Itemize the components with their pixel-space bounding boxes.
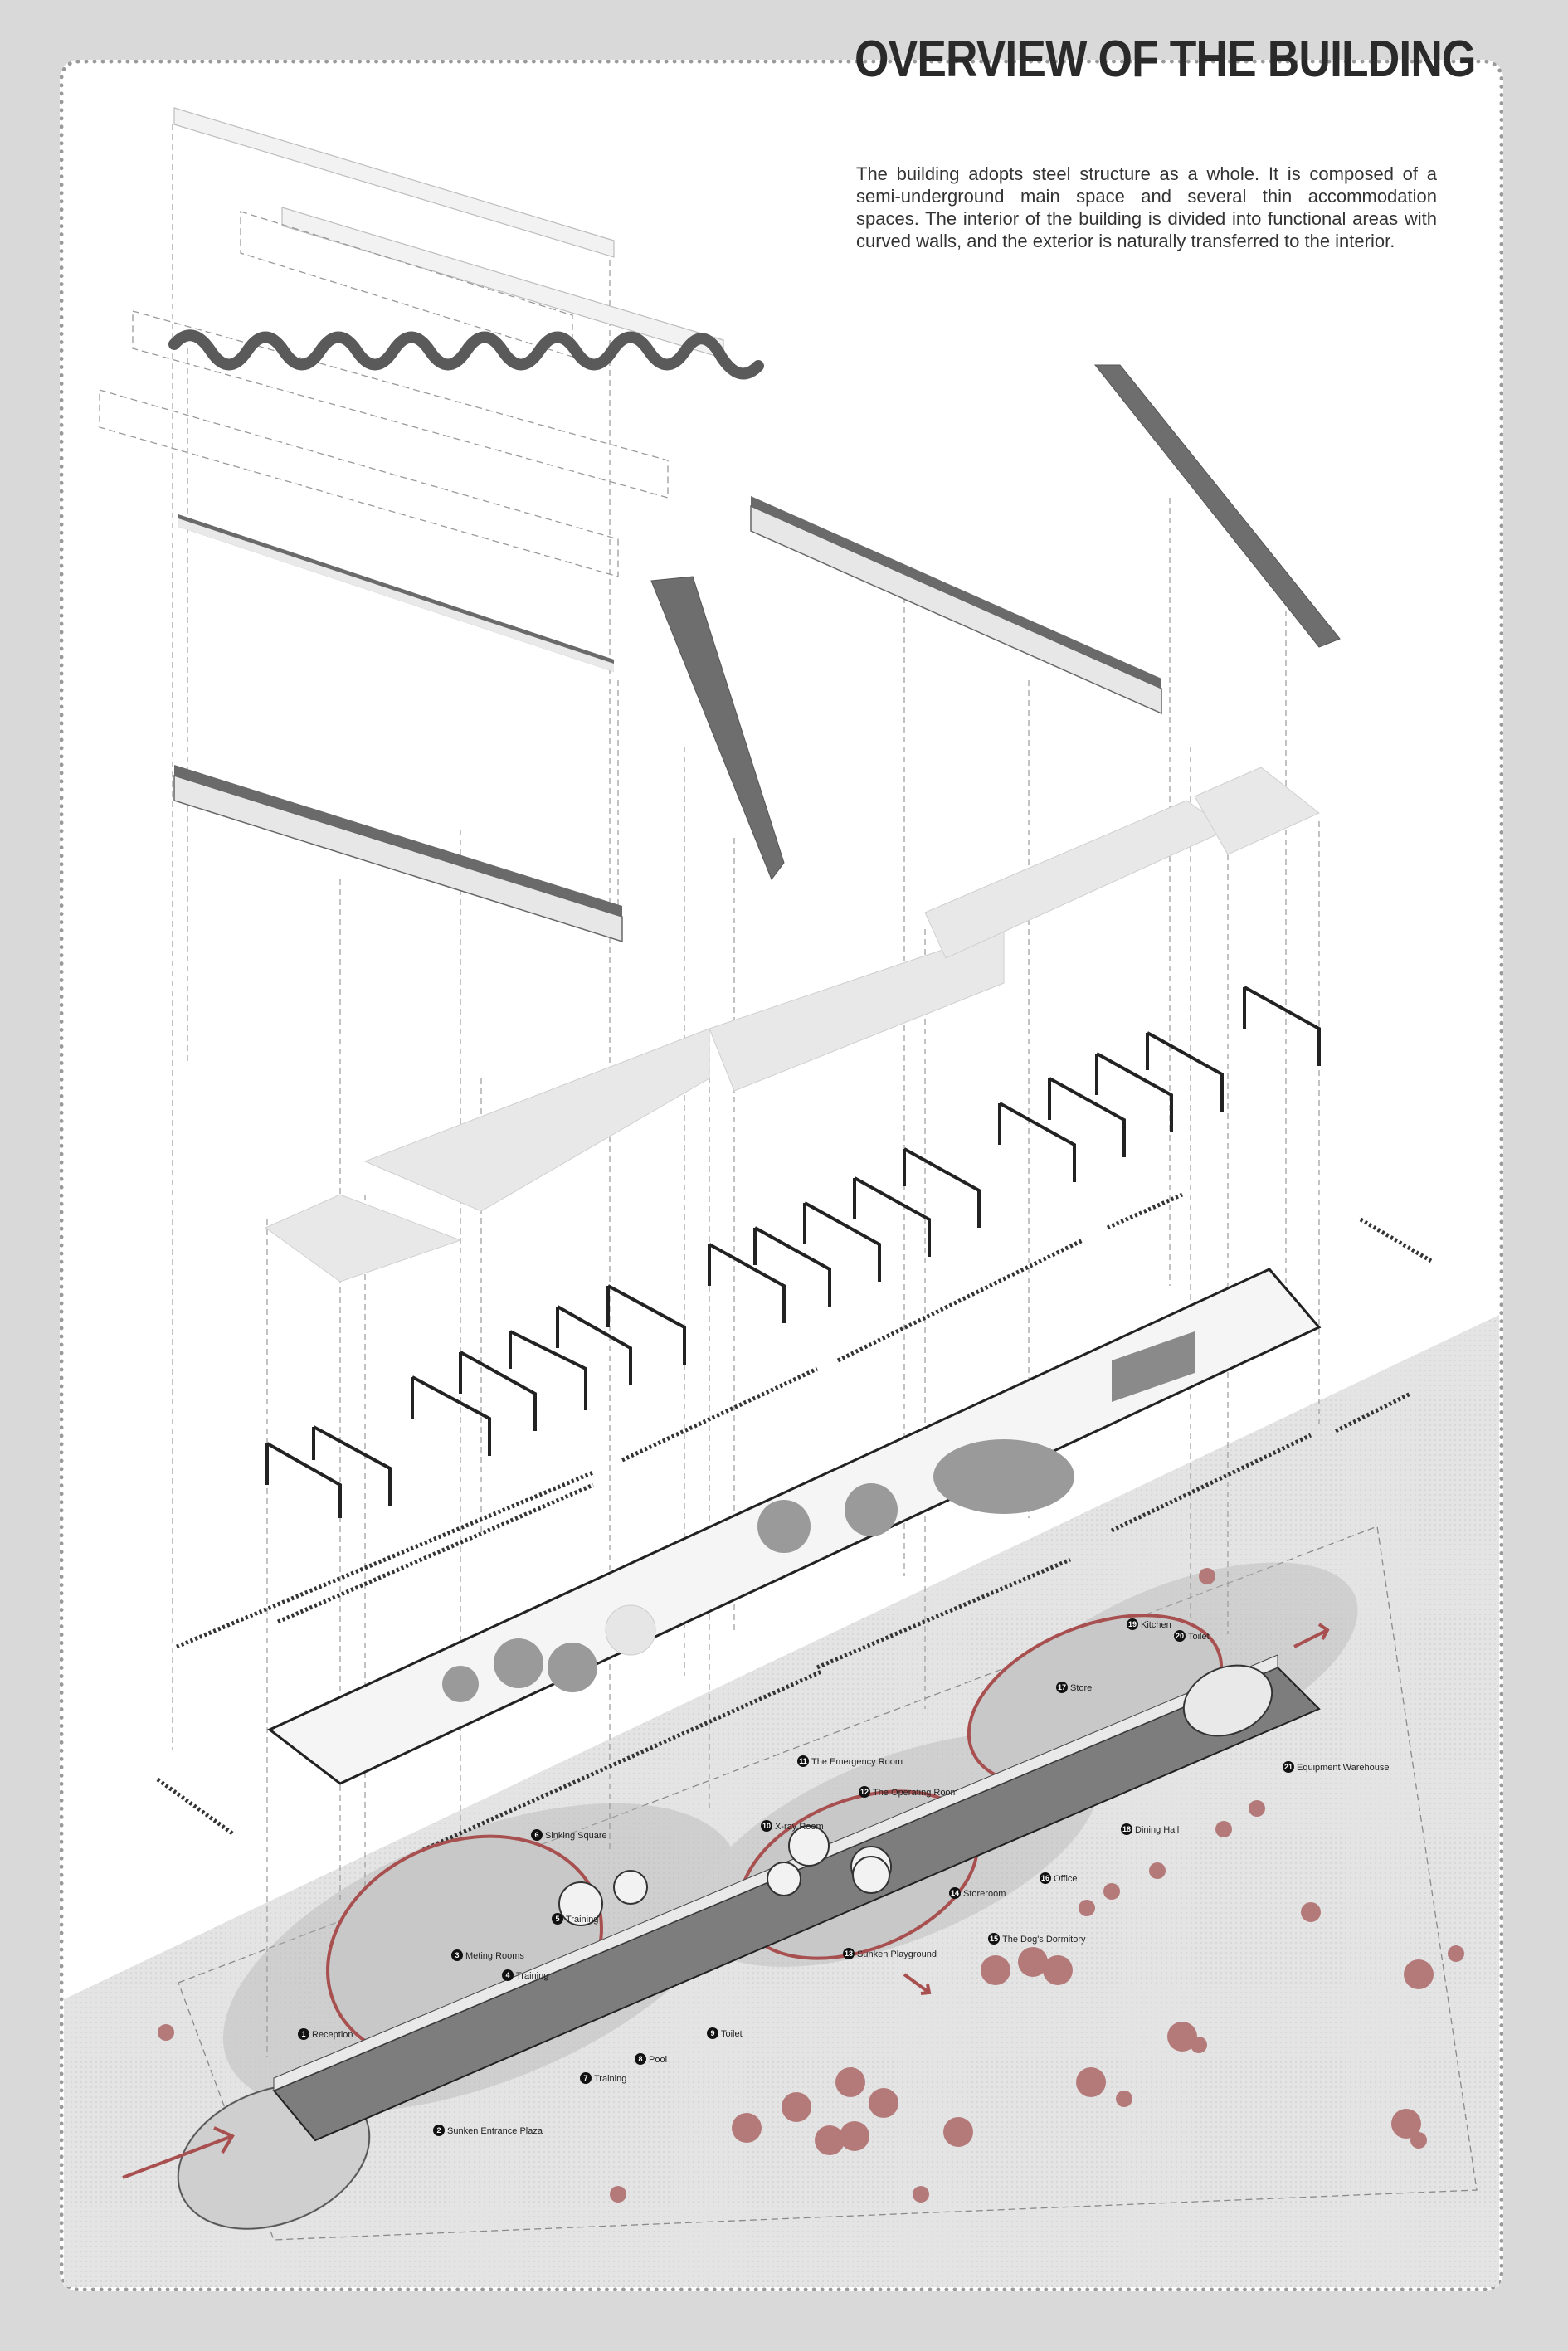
label-18: 18 Dining Hall <box>1121 1823 1179 1835</box>
svg-text:9: 9 <box>710 2029 714 2037</box>
svg-text:6: 6 <box>534 1831 538 1839</box>
svg-text:Sunken Entrance Plaza: Sunken Entrance Plaza <box>447 2126 543 2136</box>
svg-text:X-ray Room: X-ray Room <box>775 1822 824 1832</box>
svg-text:The Operating Room: The Operating Room <box>873 1788 958 1798</box>
page-title: OVERVIEW OF THE BUILDING <box>855 31 1476 88</box>
label-7: 7 Training <box>580 2072 626 2084</box>
svg-text:8: 8 <box>638 2055 642 2063</box>
label-2: 2 Sunken Entrance Plaza <box>433 2125 543 2136</box>
svg-text:1: 1 <box>301 2030 305 2038</box>
svg-text:19: 19 <box>1128 1620 1137 1628</box>
svg-text:Sinking Square: Sinking Square <box>545 1831 607 1841</box>
label-15: 15 The Dog's Dormitory <box>988 1933 1086 1945</box>
svg-text:16: 16 <box>1041 1874 1049 1882</box>
label-21: 21 Equipment Warehouse <box>1283 1761 1390 1773</box>
svg-text:3: 3 <box>455 1951 459 1959</box>
label-11: 11 The Emergency Room <box>797 1755 903 1767</box>
label-13: 13 Sunken Playground <box>843 1948 937 1959</box>
accommodation-bars <box>173 364 1341 943</box>
entrance-arrows <box>122 1623 1330 2179</box>
svg-text:Training: Training <box>516 1971 548 1981</box>
label-14: 14 Storeroom <box>949 1887 1006 1899</box>
svg-text:Dining Hall: Dining Hall <box>1135 1825 1179 1835</box>
svg-text:12: 12 <box>860 1788 869 1796</box>
svg-text:Training: Training <box>594 2074 626 2084</box>
label-12: 12 The Operating Room <box>859 1786 958 1798</box>
svg-text:Storeroom: Storeroom <box>963 1889 1006 1899</box>
label-4: 4 Training <box>502 1969 548 1981</box>
railings <box>156 1192 1433 1852</box>
label-5: 5 Training <box>552 1913 598 1925</box>
svg-text:14: 14 <box>951 1889 959 1897</box>
svg-text:Training: Training <box>566 1915 598 1925</box>
label-3: 3 Meting Rooms <box>451 1949 524 1961</box>
page-description: The building adopts steel structure as a… <box>856 163 1437 251</box>
svg-text:7: 7 <box>583 2074 587 2082</box>
label-10: 10 X-ray Room <box>761 1820 824 1832</box>
ground-floor-plan <box>267 1268 1322 1785</box>
floor-plates <box>265 767 1320 1283</box>
svg-text:Office: Office <box>1054 1874 1078 1884</box>
svg-text:The Dog's Dormitory: The Dog's Dormitory <box>1002 1935 1086 1945</box>
label-9: 9 Toilet <box>707 2027 743 2039</box>
svg-text:Pool: Pool <box>649 2055 667 2065</box>
svg-text:17: 17 <box>1058 1683 1066 1691</box>
svg-text:Sunken Playground: Sunken Playground <box>857 1949 937 1959</box>
svg-text:10: 10 <box>762 1822 771 1830</box>
portal-frames <box>265 986 1321 1518</box>
svg-text:13: 13 <box>845 1949 853 1958</box>
svg-text:Toilet: Toilet <box>1188 1632 1210 1642</box>
svg-text:Toilet: Toilet <box>721 2029 743 2039</box>
svg-text:2: 2 <box>436 2126 441 2134</box>
label-6: 6 Sinking Square <box>531 1829 607 1841</box>
svg-text:21: 21 <box>1284 1763 1293 1771</box>
svg-text:Equipment Warehouse: Equipment Warehouse <box>1297 1763 1390 1773</box>
svg-text:11: 11 <box>799 1757 807 1765</box>
svg-text:18: 18 <box>1122 1825 1131 1833</box>
svg-text:5: 5 <box>555 1915 559 1923</box>
svg-text:Reception: Reception <box>312 2030 353 2040</box>
label-17: 17 Store <box>1056 1682 1092 1693</box>
trees <box>158 1568 1464 2203</box>
label-16: 16 Office <box>1040 1872 1078 1884</box>
roof-layer <box>99 107 724 577</box>
svg-text:Kitchen: Kitchen <box>1141 1620 1171 1630</box>
building-on-site <box>177 1614 1321 2230</box>
label-20: 20 Toilet <box>1174 1630 1210 1642</box>
curved-wall <box>168 329 764 380</box>
label-8: 8 Pool <box>635 2053 667 2065</box>
label-1: 1 Reception <box>298 2028 353 2040</box>
svg-text:15: 15 <box>990 1935 998 1943</box>
svg-text:20: 20 <box>1176 1632 1184 1640</box>
label-19: 19 Kitchen <box>1127 1618 1171 1630</box>
svg-text:4: 4 <box>505 1971 509 1979</box>
svg-text:The Emergency Room: The Emergency Room <box>811 1757 903 1767</box>
svg-text:Meting Rooms: Meting Rooms <box>465 1951 524 1961</box>
program-labels: 1 Reception 2 Sunken Entrance Plaza 3 Metin… <box>298 1618 1390 2136</box>
svg-text:Store: Store <box>1070 1683 1092 1693</box>
